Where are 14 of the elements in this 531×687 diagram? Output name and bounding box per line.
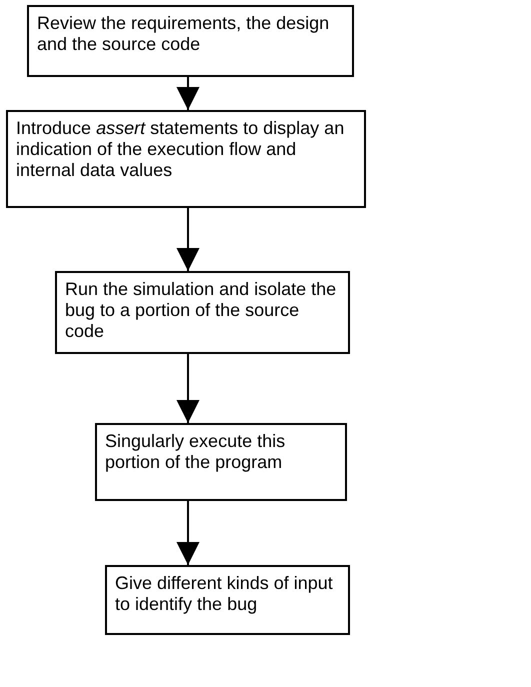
- process-box: [95, 423, 347, 501]
- arrow: [176, 354, 200, 423]
- process-box: [105, 565, 350, 635]
- step-text: Singularly execute this portion of the program: [105, 431, 286, 473]
- arrow: [176, 501, 200, 565]
- step-text: Introduce assert statements to display an indication of the execution flow and internal data values: [16, 118, 346, 181]
- step-text: Review the requirements, the design and the source code: [37, 13, 330, 55]
- arrow: [176, 77, 200, 110]
- arrow: [176, 208, 200, 271]
- process-box: [27, 5, 354, 77]
- process-box: [6, 110, 366, 208]
- process-box: [55, 271, 350, 354]
- step-text: Give different kinds of input to identify the bug: [115, 573, 334, 615]
- step-text: Run the simulation and isolate the bug to a portion of the source code: [65, 279, 338, 342]
